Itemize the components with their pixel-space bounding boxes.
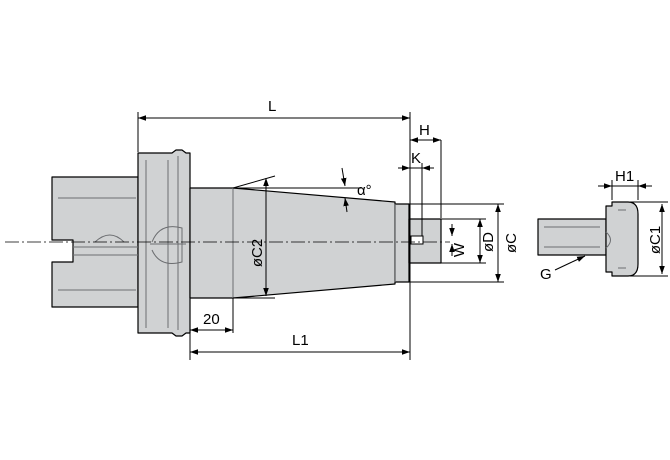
label-L1: L1 [292,332,309,349]
screw-head [605,201,639,277]
dimension-lines [137,112,504,360]
label-G: G [540,266,552,283]
screw-shank [537,218,607,256]
cone-body [189,187,396,299]
front-face [394,203,410,283]
label-C: øC [503,233,520,253]
drive-key [410,235,424,245]
label-W: W [451,242,468,257]
holder-body [51,149,442,337]
label-H1: H1 [615,168,634,185]
label-H: H [419,122,430,139]
label-K: K [411,150,421,167]
label-C1: øC1 [647,226,664,254]
label-20: 20 [203,311,220,328]
label-D: øD [480,232,497,252]
screw-dimensions [554,180,668,277]
label-L: L [268,98,276,115]
label-C2: øC2 [249,239,266,267]
arbor-screw [537,201,639,277]
label-alpha: α° [357,182,372,199]
